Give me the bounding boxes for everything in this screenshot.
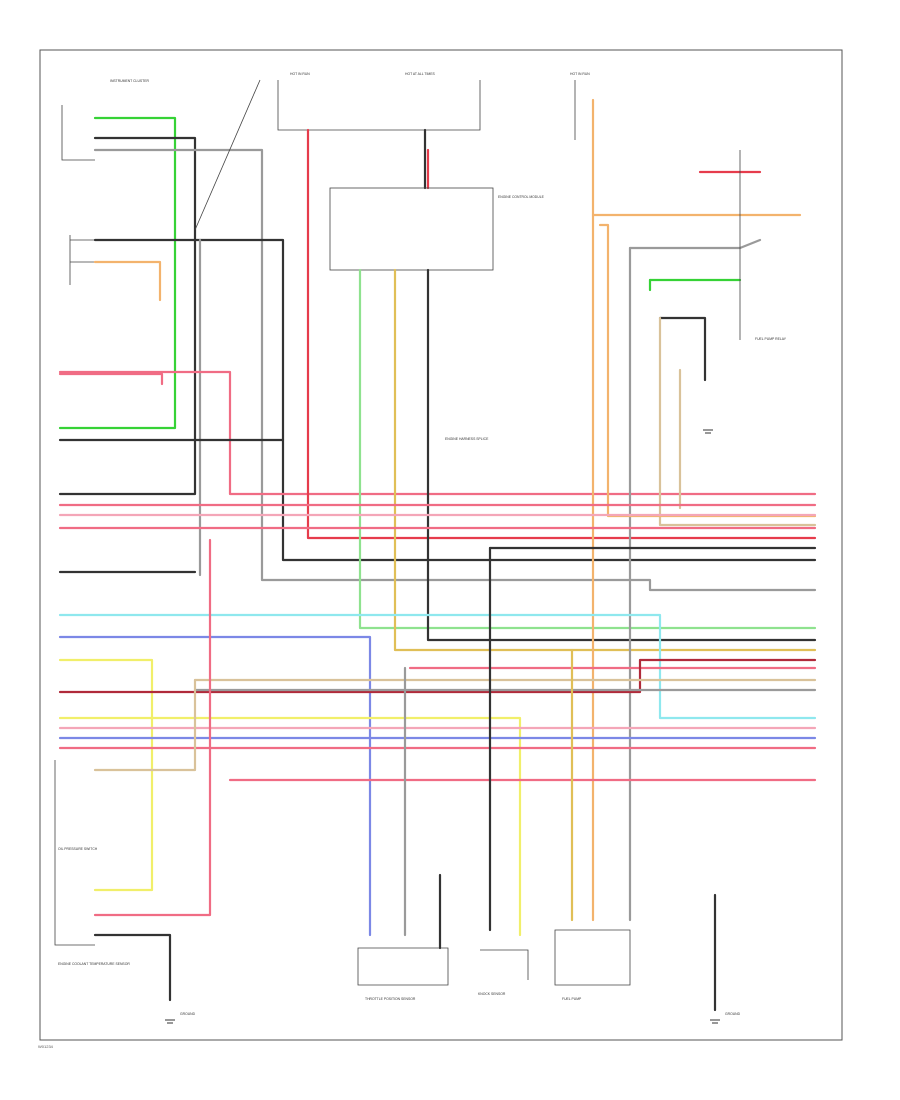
wire-gray-top [93, 148, 817, 592]
wire-orange-lower [598, 223, 817, 518]
ground-right [710, 1019, 720, 1024]
hot-run-mid-label: HOT AT ALL TIMES [405, 72, 436, 76]
knock-label: KNOCK SENSOR [478, 992, 506, 996]
coolant-box [480, 949, 529, 980]
diagram-frame [39, 49, 843, 1041]
wire-green-top [58, 116, 177, 430]
oil-switch-box [54, 760, 95, 946]
ground-center-right [703, 429, 713, 434]
tps-label: THROTTLE POSITION SENSOR [365, 997, 416, 1001]
wire-pink-1 [58, 372, 164, 386]
wire-yellow-ecm [393, 268, 817, 652]
wire-red-hot [306, 128, 817, 540]
leader-line [194, 79, 261, 231]
diagram-code: W01234 [38, 1044, 53, 1049]
ecm-label: ENGINE CONTROL MODULE [498, 195, 545, 199]
fuel-pump-box [554, 929, 631, 986]
trunk-yellow-b [58, 716, 522, 937]
ground-left [165, 1019, 175, 1024]
trunk-blue [58, 635, 372, 937]
trunk-yellow-left [58, 658, 154, 892]
wire-tan-right [658, 316, 817, 527]
ground-label-left: GROUND [180, 1012, 196, 1016]
coolant-label: ENGINE COOLANT TEMPERATURE SENSOR [58, 962, 130, 966]
fuel-pump-relay-label: FUEL PUMP RELAY [755, 337, 787, 341]
wire-dark-right [658, 316, 707, 382]
instrument-cluster-label: INSTRUMENT CLUSTER [110, 79, 149, 83]
oil-switch-label: OIL PRESSURE SWITCH [58, 847, 98, 851]
sensor-left-upper [69, 235, 95, 285]
hot-box-left [277, 80, 481, 131]
ecm-box [329, 187, 494, 271]
wire-green-ecm [358, 268, 817, 630]
trunk-dark-red [58, 658, 817, 694]
wire-black-top [58, 136, 197, 496]
trunk-light-blue [58, 613, 817, 720]
wire-black-ecm [426, 268, 817, 642]
harness-label: ENGINE HARNESS SPLICE [445, 437, 489, 441]
ground-label-right: GROUND [725, 1012, 741, 1016]
wire-gray-right [628, 238, 762, 250]
tps-box [357, 947, 449, 986]
hot-run-right-label: HOT IN RUN [570, 72, 590, 76]
hot-run-left-label: HOT IN RUN [290, 72, 310, 76]
wire-tan-left [93, 260, 162, 302]
fuel-pump-label: FUEL PUMP [562, 997, 582, 1001]
wire-black-left-1 [93, 238, 817, 562]
trunk-tan-lower [93, 678, 197, 772]
wire-pink-2 [58, 370, 817, 496]
oil-switch-wire [93, 933, 172, 1002]
trunk-pink-g [93, 538, 212, 917]
connector-top-left [61, 105, 95, 161]
